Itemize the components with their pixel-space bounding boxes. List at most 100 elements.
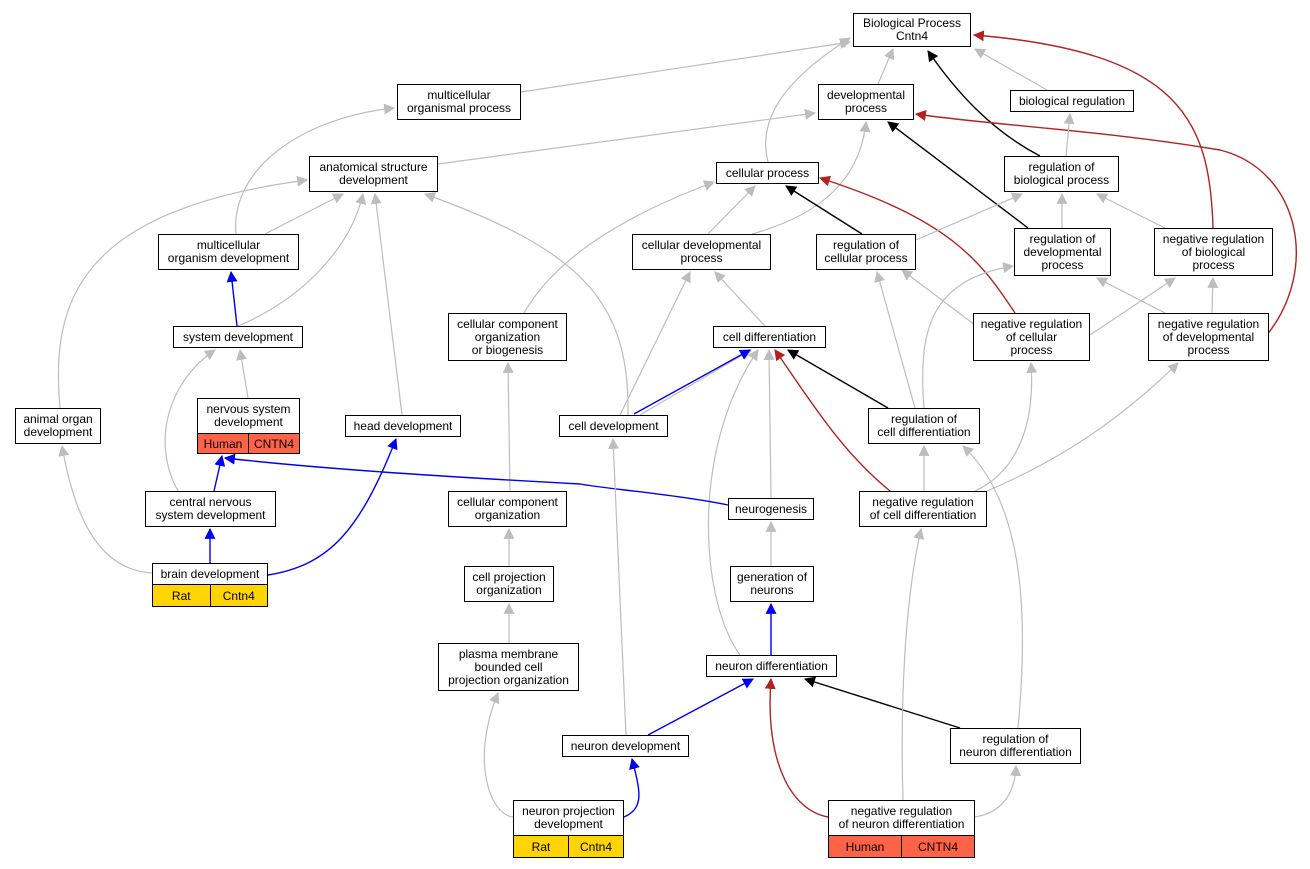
edge-npd-to-neuron-dev — [623, 757, 640, 818]
edge-bio-reg-to-bp — [974, 48, 1048, 91]
edge-neurogenesis-to-ns-dev — [223, 453, 729, 506]
node-regulation-of-developmental-process[interactable]: regulation of developmental process — [1014, 228, 1111, 276]
node-regulation-of-biological-process[interactable]: regulation of biological process — [1004, 156, 1119, 192]
edge-ccob-to-cell-proc — [523, 180, 716, 314]
edge-cns-dev-to-ns-dev — [213, 454, 226, 492]
edge-neg-reg-cell-diff-to-neg-reg-cell — [974, 361, 1038, 492]
node-negative-regulation-of-cell-differentiation[interactable]: negative regulation of cell differentiat… — [859, 491, 987, 527]
edge-anat-dev-to-dev-proc — [437, 108, 817, 165]
edge-cell-dev-to-cell-dev-proc — [619, 271, 691, 416]
node-cell-projection-organization[interactable]: cell projection organization — [464, 566, 554, 602]
node-negative-regulation-of-cellular-process[interactable]: negative regulation of cellular process — [973, 313, 1090, 361]
species-tag: Human — [829, 836, 901, 857]
node-negative-regulation-of-developmental-process[interactable]: negative regulation of developmental pro… — [1148, 313, 1269, 361]
node-brain-development[interactable]: brain development — [152, 563, 268, 585]
edge-neg-reg-dev-to-neg-reg-bio — [1207, 276, 1219, 314]
edge-neg-reg-neuron-diff-to-reg-neuron-diff — [974, 764, 1022, 818]
edge-cco-to-ccob — [502, 361, 514, 492]
node-neuron-projection-development[interactable]: neuron projection development — [513, 800, 624, 836]
node-cellular-component-organization-or-biogenesis[interactable]: cellular component organization or bioge… — [448, 313, 567, 361]
edge-cell-dev-to-anat-dev — [423, 192, 629, 416]
annotation-tags-nervous-system-development: Human CNTN4 — [197, 434, 300, 454]
edge-cell-dev-proc-to-dev-proc — [751, 120, 871, 235]
node-generation-of-neurons[interactable]: generation of neurons — [730, 566, 814, 602]
node-cell-development[interactable]: cell development — [559, 415, 668, 437]
node-neurogenesis[interactable]: neurogenesis — [728, 498, 814, 520]
gene-tag: Cntn4 — [209, 585, 267, 606]
edge-neg-reg-bio-to-bp — [972, 30, 1214, 229]
gene-tag: Cntn4 — [568, 836, 623, 857]
species-tag: Rat — [153, 585, 210, 606]
node-biological-regulation[interactable]: biological regulation — [1010, 90, 1134, 112]
edge-reg-dev-proc-to-dev-proc — [887, 121, 1029, 229]
node-cellular-component-organization[interactable]: cellular component organization — [448, 491, 567, 527]
node-system-development[interactable]: system development — [173, 326, 303, 348]
edge-cell-dev-to-cell-diff — [639, 349, 752, 416]
edge-neg-reg-cell-to-cell-proc — [818, 175, 1016, 314]
species-tag: Human — [198, 434, 248, 453]
edge-neuron-dev-to-neuron-diff — [647, 678, 754, 736]
node-animal-organ-development[interactable]: animal organ development — [15, 408, 101, 444]
edge-multi-dev-to-multi-org — [235, 103, 396, 235]
node-anatomical-structure-development[interactable]: anatomical structure development — [309, 156, 438, 192]
edge-reg-neuron-diff-to-reg-cell-diff — [962, 445, 1024, 729]
node-central-nervous-system-development[interactable]: central nervous system development — [145, 491, 276, 527]
node-cellular-developmental-process[interactable]: cellular developmental process — [632, 234, 771, 270]
node-regulation-of-cell-differentiation[interactable]: regulation of cell differentiation — [868, 408, 980, 444]
edge-neg-reg-neuron-diff-to-neuron-diff — [764, 677, 829, 818]
edge-neg-reg-cell-diff-to-cell-diff — [774, 349, 891, 492]
gene-tag: CNTN4 — [248, 434, 299, 453]
edge-neg-reg-cell-to-neg-reg-bio — [1089, 277, 1176, 336]
edge-neg-reg-dev-to-dev-proc — [914, 110, 1297, 337]
node-regulation-of-cellular-process[interactable]: regulation of cellular process — [816, 234, 916, 270]
node-multicellular-organism-development[interactable]: multicellular organism development — [158, 234, 299, 270]
edge-reg-cell-proc-to-cell-proc — [785, 185, 863, 235]
species-tag: Rat — [514, 836, 568, 857]
node-regulation-of-neuron-differentiation[interactable]: regulation of neuron differentiation — [950, 728, 1081, 764]
edge-neuron-diff-to-cell-diff — [707, 349, 759, 656]
edge-cell-dev-to-cell-diff — [633, 349, 751, 415]
edge-cell-diff-to-cell-dev-proc — [714, 271, 766, 327]
edge-reg-neuron-diff-to-neuron-diff — [803, 676, 961, 729]
node-cell-differentiation[interactable]: cell differentiation — [713, 326, 826, 348]
node-multicellular-organismal-process[interactable]: multicellular organismal process — [397, 84, 521, 120]
annotation-tags-neuron-projection-development: Rat Cntn4 — [513, 836, 624, 858]
edge-neg-reg-cell-to-reg-cell-proc — [901, 269, 976, 326]
edge-multi-dev-to-anat-dev — [264, 193, 344, 235]
node-head-development[interactable]: head development — [345, 415, 461, 437]
node-developmental-process[interactable]: developmental process — [818, 84, 914, 120]
edge-neg-reg-bio-to-reg-bio — [1096, 193, 1166, 229]
edge-cns-dev-to-sys-dev — [164, 349, 216, 492]
edge-head-dev-to-anat-dev — [370, 192, 403, 416]
edge-sys-dev-to-anat-dev — [237, 192, 367, 327]
edge-multi-org-to-bp — [520, 38, 852, 93]
annotation-tags-negative-regulation-of-neuron-differentiation: Human CNTN4 — [828, 836, 975, 858]
edge-neurogenesis-to-cell-diff — [763, 348, 775, 499]
annotation-tags-brain-development: Rat Cntn4 — [152, 585, 268, 607]
node-negative-regulation-of-biological-process[interactable]: negative regulation of biological proces… — [1154, 228, 1273, 276]
edge-cell-dev-proc-to-cell-proc — [707, 185, 756, 235]
edge-animal-organ-to-anat-dev — [57, 175, 309, 409]
node-cellular-process[interactable]: cellular process — [716, 162, 819, 184]
edge-dev-proc-to-bp — [877, 47, 895, 85]
node-neuron-differentiation[interactable]: neuron differentiation — [706, 655, 837, 677]
edge-reg-cell-diff-to-reg-cell-proc — [874, 270, 916, 409]
edge-reg-cell-diff-to-cell-diff — [787, 349, 889, 409]
edge-neg-reg-dev-to-reg-dev-proc — [1096, 277, 1166, 314]
edge-sys-dev-to-multi-dev — [226, 270, 238, 327]
edge-neg-reg-cell-diff-to-neg-reg-dev — [984, 362, 1179, 493]
edge-brain-dev-to-head-dev — [267, 437, 398, 576]
edge-reg-bio-to-bp — [927, 50, 1041, 157]
edge-reg-bio-to-bio-reg — [1063, 112, 1075, 157]
node-neuron-development[interactable]: neuron development — [562, 735, 689, 757]
gene-tag: CNTN4 — [901, 836, 974, 857]
node-negative-regulation-of-neuron-differentiation[interactable]: negative regulation of neuron differenti… — [828, 800, 975, 836]
edge-neg-reg-neuron-diff-to-neg-reg-cell-diff — [901, 527, 925, 801]
node-biological-process[interactable]: Biological Process Cntn4 — [853, 13, 971, 47]
node-plasma-membrane-bounded-cell-projection-organization[interactable]: plasma membrane bounded cell projection … — [438, 643, 579, 691]
node-nervous-system-development[interactable]: nervous system development — [197, 398, 300, 434]
edge-brain-dev-to-animal-organ — [58, 444, 153, 574]
edge-reg-cell-diff-to-reg-dev-proc — [922, 262, 1015, 409]
